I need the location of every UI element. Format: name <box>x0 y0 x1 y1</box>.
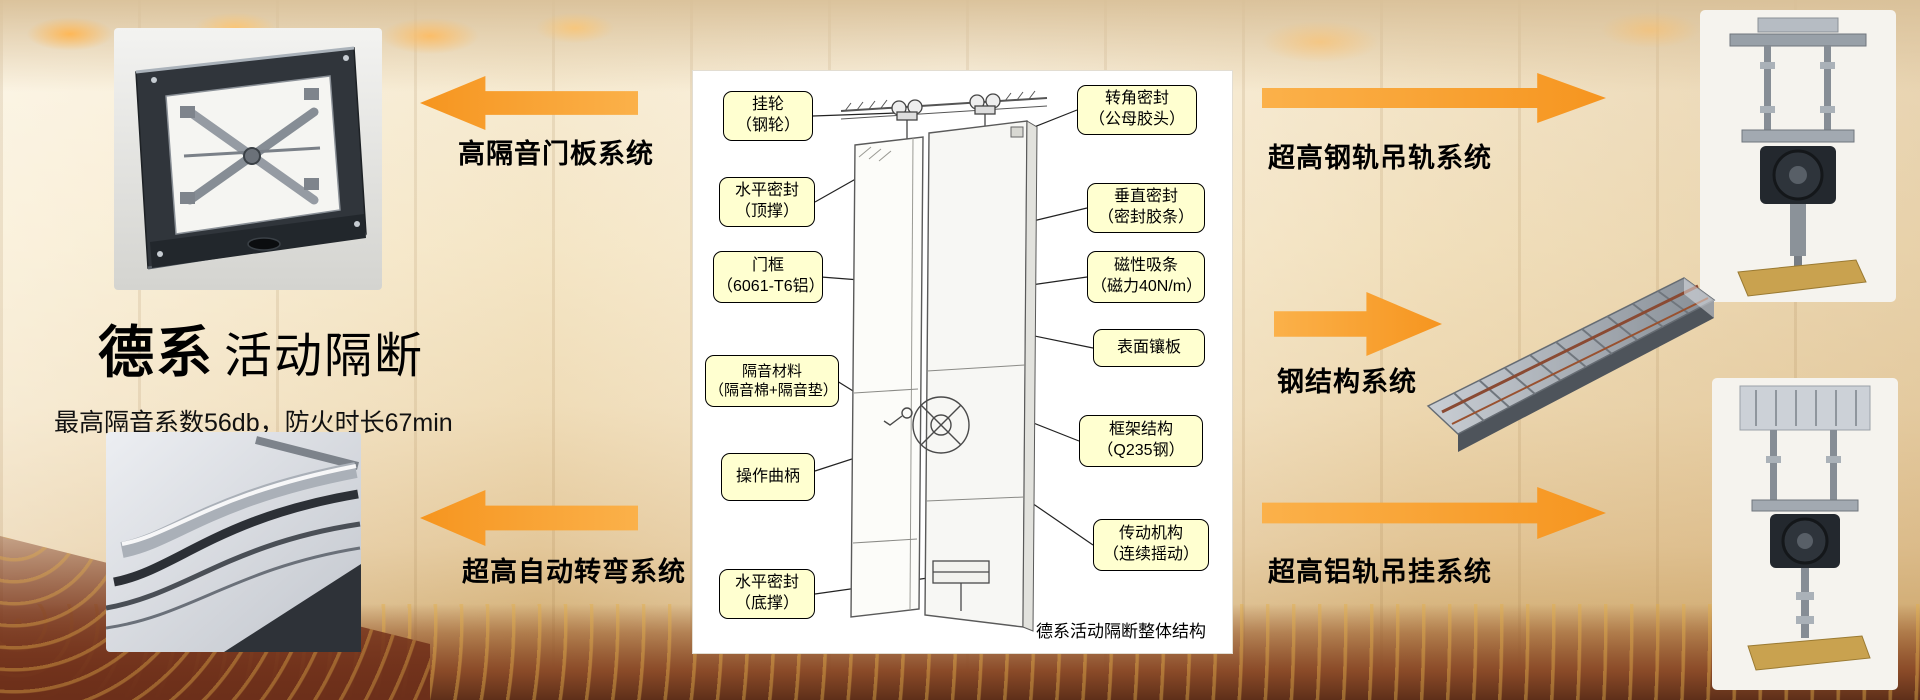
callout-text: 门框 <box>751 257 784 275</box>
callout-magnetic-strip: 磁性吸条 （磁力40N/m） <box>1087 251 1205 303</box>
curved-track-photo <box>106 432 361 652</box>
callout-text: 表面镶板 <box>1116 338 1181 356</box>
callout-frame-structure: 框架结构 （Q235钢） <box>1079 415 1203 467</box>
callout-text: 框架结构 <box>1108 421 1173 439</box>
system-label-auto-turning: 超高自动转弯系统 <box>462 557 686 587</box>
arrow-to-aluminum-rail-system <box>1262 487 1606 539</box>
steel-structure-photo <box>1422 234 1720 466</box>
aluminum-rail-hanger-photo <box>1712 378 1898 690</box>
callout-text: （底撑） <box>734 595 799 612</box>
callout-horizontal-seal-bottom: 水平密封 （底撑） <box>719 569 815 619</box>
arrow-to-steel-rail-system <box>1262 73 1606 123</box>
system-label-aluminum-rail: 超高铝轨吊挂系统 <box>1268 557 1492 587</box>
callout-text: 挂轮 <box>751 96 784 114</box>
title-brand: 德系 <box>98 321 214 384</box>
callout-corner-seal: 转角密封 （公母胶头） <box>1077 85 1197 135</box>
callout-text: 传动机构 <box>1118 525 1183 543</box>
callout-text: 转角密封 <box>1104 90 1169 108</box>
callout-text: （钢轮） <box>735 117 800 134</box>
system-label-steel-structure: 钢结构系统 <box>1277 367 1417 397</box>
door-panel-mechanism-photo <box>114 28 382 290</box>
callout-text: （磁力40N/m） <box>1091 278 1203 295</box>
callout-text: 垂直密封 <box>1113 188 1178 206</box>
system-label-door-panel: 高隔音门板系统 <box>458 139 654 169</box>
callout-sound-insulation-material: 隔音材料 （隔音棉+隔音垫） <box>705 355 839 407</box>
callout-text: 隔音材料 <box>741 362 802 380</box>
callout-text: （连续摇动） <box>1102 546 1199 563</box>
callout-hanging-wheel: 挂轮 （钢轮） <box>723 91 813 141</box>
callout-door-frame: 门框 （6061-T6铝） <box>713 251 825 303</box>
callout-vertical-seal: 垂直密封 （密封胶条） <box>1087 183 1205 233</box>
arrow-to-door-panel-system <box>420 76 638 130</box>
callout-text: （密封胶条） <box>1097 209 1194 226</box>
title-name: 活动隔断 <box>224 330 425 383</box>
callout-text: 水平密封 <box>734 574 799 592</box>
arrow-to-auto-turning-system <box>420 490 638 546</box>
callout-text: （隔音棉+隔音垫） <box>709 382 838 399</box>
callout-text: （公母胶头） <box>1088 111 1185 128</box>
partition-structure-sketch <box>812 90 1094 632</box>
callout-text: （顶撑） <box>734 203 799 220</box>
callout-text: 水平密封 <box>734 182 799 200</box>
diagram-caption: 德系活动隔断整体结构 <box>1036 622 1206 641</box>
callout-text: 操作曲柄 <box>735 467 800 485</box>
callout-surface-panel: 表面镶板 <box>1093 329 1205 367</box>
diagram-panel: 挂轮 （钢轮） 水平密封 （顶撑） 门框 （6061-T6铝） 隔音材料 （隔音… <box>692 70 1233 654</box>
system-label-steel-rail: 超高钢轨吊轨系统 <box>1268 143 1492 173</box>
product-title: 德系活动隔断 <box>98 308 658 389</box>
callout-text: 磁性吸条 <box>1113 257 1178 275</box>
callout-text: （6061-T6铝） <box>717 278 825 295</box>
callout-operating-crank: 操作曲柄 <box>721 453 815 501</box>
callout-transmission-mechanism: 传动机构 （连续摇动） <box>1093 519 1209 571</box>
arrow-to-steel-structure-system <box>1274 292 1442 356</box>
title-block: 德系活动隔断 最高隔音系数56db，防火时长67min <box>54 308 658 439</box>
steel-rail-hanger-photo <box>1700 10 1896 302</box>
callout-horizontal-seal-top: 水平密封 （顶撑） <box>719 177 815 227</box>
callout-text: （Q235钢） <box>1097 442 1185 459</box>
